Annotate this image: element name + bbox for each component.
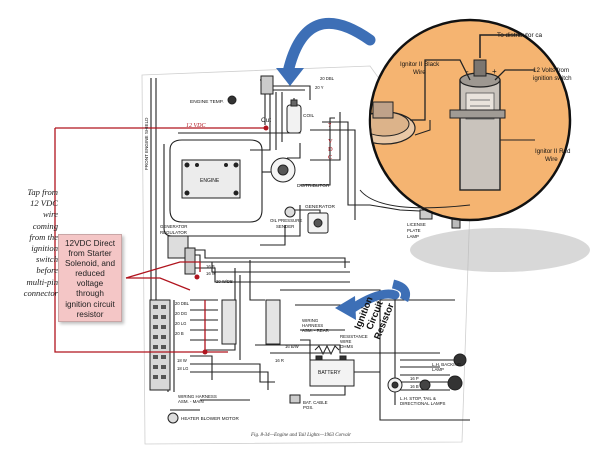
side-note-line: Tap from bbox=[27, 187, 58, 197]
side-note-tap: Tap from 12 VDC wire coming from the ign… bbox=[2, 187, 58, 299]
side-note-line: switch bbox=[36, 254, 58, 265]
blue-arrow-to-coil bbox=[282, 18, 376, 78]
side-note-line: from the bbox=[29, 231, 58, 242]
battery-block bbox=[309, 359, 355, 387]
callout-line: Solenoid, and bbox=[64, 259, 116, 269]
engine-block bbox=[181, 159, 241, 199]
side-note-line: 12 VDC bbox=[30, 198, 58, 209]
annotation-red-dots bbox=[194, 125, 269, 355]
callout-line: ignition circuit bbox=[65, 299, 115, 309]
coil-block bbox=[286, 104, 302, 134]
callout-line: from Starter bbox=[68, 249, 112, 259]
figure-caption: Fig. 8-34—Engine and Tail Lights—1963 Co… bbox=[251, 433, 352, 438]
direct-feed-callout: 12VDC Direct from Starter Solenoid, and … bbox=[58, 234, 122, 322]
inset-shadow bbox=[410, 228, 590, 272]
side-note-line: wire bbox=[43, 209, 58, 220]
annotation-red-lines bbox=[54, 127, 266, 353]
callout-line: voltage bbox=[76, 279, 104, 289]
inset-circle bbox=[368, 18, 572, 222]
callout-line: reduced bbox=[75, 269, 105, 279]
components bbox=[149, 75, 467, 424]
side-note-line: ignition bbox=[31, 243, 58, 254]
side-note-line: connector bbox=[23, 287, 58, 298]
callout-line: resistor bbox=[76, 309, 104, 319]
side-note-line: before bbox=[36, 265, 58, 276]
callout-line: through bbox=[76, 289, 104, 299]
side-note-line: multi-pin bbox=[26, 276, 58, 287]
side-note-line: coming bbox=[32, 220, 58, 231]
callout-line: 12VDC Direct bbox=[64, 239, 116, 248]
